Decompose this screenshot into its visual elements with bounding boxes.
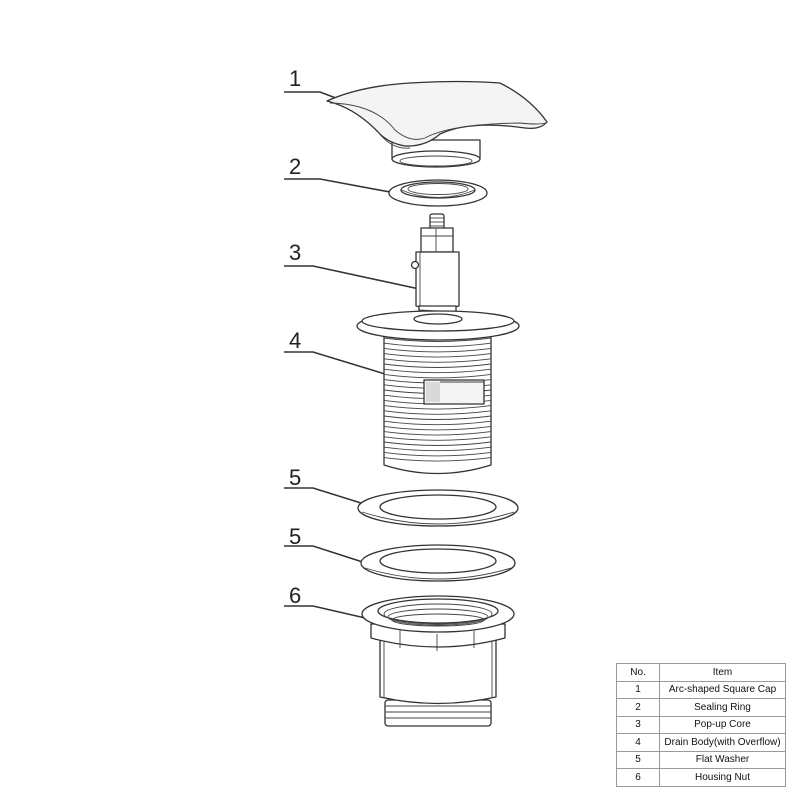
legend-cell-no: 3 <box>616 715 660 734</box>
thread-line <box>383 431 492 436</box>
legend-row: 5 Flat Washer <box>616 750 786 769</box>
legend-header-no: No. <box>616 663 660 682</box>
callout-number: 5 <box>289 465 301 490</box>
thread-line <box>383 441 492 446</box>
thread-line <box>383 353 492 358</box>
thread-line <box>383 420 492 426</box>
callout-number: 4 <box>289 328 301 353</box>
legend-row: 1 Arc-shaped Square Cap <box>616 680 786 699</box>
legend-row: 6 Housing Nut <box>616 768 786 787</box>
part-drain-body <box>356 310 520 475</box>
callout-6: 6 <box>284 583 375 621</box>
thread-line <box>383 347 492 353</box>
callout-5-lower: 5 <box>284 524 376 567</box>
callout-number: 2 <box>289 154 301 179</box>
thread-line <box>383 363 492 368</box>
part-flat-washer-upper <box>357 489 519 527</box>
thread-line <box>383 337 492 342</box>
legend-cell-no: 6 <box>616 768 660 787</box>
thread-line <box>383 457 492 462</box>
legend-cell-item: Housing Nut <box>659 768 786 787</box>
legend-cell-item: Arc-shaped Square Cap <box>659 680 786 699</box>
thread-line <box>383 425 492 431</box>
part-flat-washer-lower <box>360 544 516 582</box>
legend-cell-item: Pop-up Core <box>659 715 786 734</box>
callout-2: 2 <box>284 154 391 193</box>
callout-number: 5 <box>289 524 301 549</box>
thread-line <box>383 368 492 374</box>
callout-number: 6 <box>289 583 301 608</box>
legend-row: 3 Pop-up Core <box>616 715 786 734</box>
part-sealing-ring <box>388 179 488 207</box>
legend-cell-item: Drain Body(with Overflow) <box>659 733 786 752</box>
legend-cell-no: 4 <box>616 733 660 752</box>
callout-number: 3 <box>289 240 301 265</box>
part-arc-shaped-square-cap <box>326 80 548 168</box>
legend-cell-item: Sealing Ring <box>659 698 786 717</box>
thread-line <box>383 373 492 379</box>
legend-cell-no: 5 <box>616 750 660 769</box>
callout-4: 4 <box>284 328 386 375</box>
thread-line <box>383 342 492 348</box>
callout-number: 1 <box>289 66 301 91</box>
legend-cell-item: Flat Washer <box>659 750 786 769</box>
thread-line <box>383 446 492 452</box>
parts-legend-table: No. Item 1 Arc-shaped Square Cap 2 Seali… <box>616 663 786 787</box>
thread-line <box>383 451 492 457</box>
legend-header-row: No. Item <box>616 663 786 682</box>
legend-cell-no: 1 <box>616 680 660 699</box>
callout-5-upper: 5 <box>284 465 378 509</box>
thread-line <box>383 436 492 441</box>
part-housing-nut <box>361 595 515 727</box>
legend-cell-no: 2 <box>616 698 660 717</box>
legend-row: 2 Sealing Ring <box>616 698 786 717</box>
thread-line <box>383 410 492 415</box>
thread-line <box>383 358 492 363</box>
legend-header-item: Item <box>659 663 786 682</box>
callout-3: 3 <box>284 240 425 291</box>
legend-row: 4 Drain Body(with Overflow) <box>616 733 786 752</box>
thread-line <box>383 415 492 420</box>
thread-line <box>383 405 492 410</box>
